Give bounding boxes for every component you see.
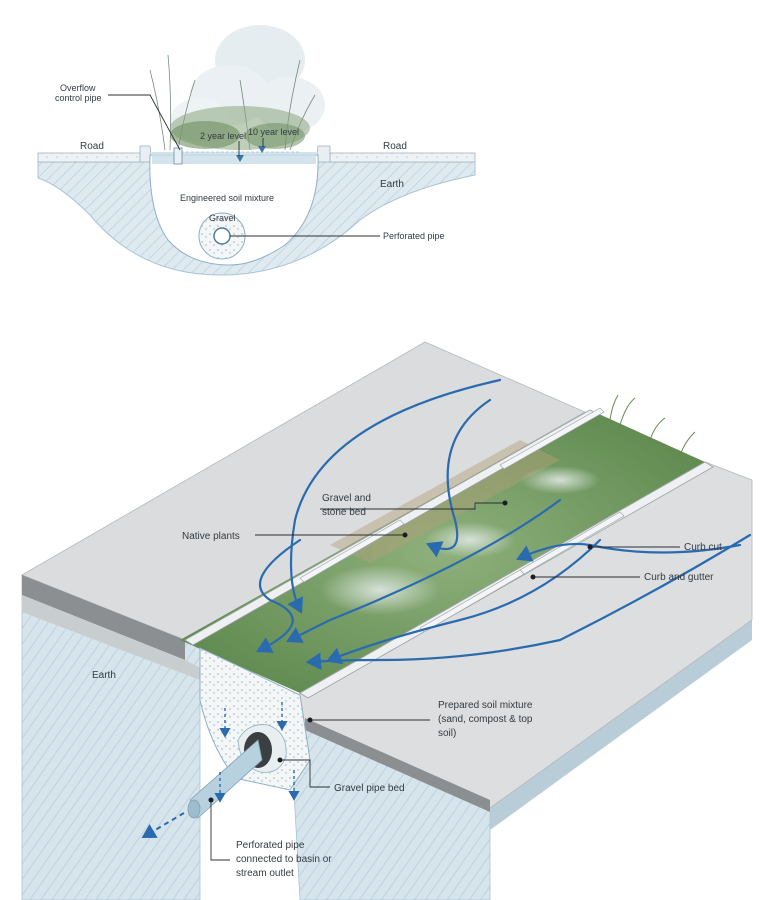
label-perforated-pipe: Perforated pipe <box>383 231 445 241</box>
asphalt-edge-left <box>22 575 185 660</box>
dot-prepared-soil <box>307 717 313 723</box>
grass-tufts-far <box>609 394 696 456</box>
vegetation-mass <box>170 106 310 150</box>
label-10-year-level: 10 year level <box>248 127 299 137</box>
label-gravel-stone-bed: Gravel and stone bed <box>322 493 374 518</box>
label-perforated-pipe-outlet: Perforated pipe connected to basin or st… <box>236 840 334 879</box>
mist-patch-3 <box>520 466 600 494</box>
road-left <box>37 152 141 163</box>
dot-gravel-stone-bed <box>502 500 508 506</box>
mist-patch-2 <box>425 522 515 558</box>
label-gravel-stone-line2: stone bed <box>322 507 366 518</box>
label-outlet-line3: stream outlet <box>236 868 294 879</box>
asphalt-edge-right <box>305 718 490 812</box>
label-road-right: Road <box>383 141 407 152</box>
dot-native-plants <box>402 532 408 538</box>
earth-side-right <box>490 620 752 830</box>
runoff-flow-arrows <box>256 378 752 671</box>
overflow-control-pipe <box>173 147 183 165</box>
label-earth-iso: Earth <box>92 670 116 681</box>
label-prepared-soil: Prepared soil mixture (sand, compost & t… <box>438 700 535 739</box>
label-overflow-control-pipe: Overflow control pipe <box>55 83 102 103</box>
label-gravel-stone-line1: Gravel and <box>322 493 371 504</box>
label-overflow-line1: Overflow <box>60 83 96 93</box>
level-2yr-marker <box>236 155 244 162</box>
label-earth-top: Earth <box>380 179 404 190</box>
label-curb-gutter: Curb and gutter <box>644 572 714 583</box>
label-gravel-pipe-bed: Gravel pipe bed <box>334 783 405 794</box>
isometric-diagram: Gravel and stone bed Native plants Curb … <box>21 341 753 900</box>
dot-curb-cut <box>587 544 593 550</box>
label-2-year-level: 2 year level <box>200 131 246 141</box>
perforated-pipe-section <box>213 227 231 245</box>
ponding-water <box>152 152 316 164</box>
road-right <box>329 152 476 163</box>
curb-cut-left-1 <box>499 407 605 470</box>
label-overflow-line2: control pipe <box>55 93 102 103</box>
label-native-plants: Native plants <box>182 531 240 542</box>
mist-patch <box>320 565 440 615</box>
infiltration-arrows <box>214 702 300 803</box>
outflow-arrow <box>141 812 185 839</box>
dot-perforated-pipe <box>208 797 214 803</box>
label-outlet-line1: Perforated pipe <box>236 840 305 851</box>
label-engineered-soil: Engineered soil mixture <box>180 193 274 203</box>
dot-curb-gutter <box>530 574 536 580</box>
cross-section-diagram: Overflow control pipe Road Road 2 year l… <box>37 25 476 276</box>
pipe-end <box>187 799 201 819</box>
label-curb-cut: Curb cut <box>684 542 722 553</box>
label-prepared-soil-line2: (sand, compost & top <box>438 714 533 725</box>
dot-gravel-pipe-bed <box>277 757 283 763</box>
label-gravel: Gravel <box>209 213 236 223</box>
label-outlet-line2: connected to basin or <box>236 854 332 865</box>
slab-edge-left <box>22 595 200 680</box>
label-road-left: Road <box>80 141 104 152</box>
curb-cut-left-2 <box>299 519 405 583</box>
road-slab-left <box>21 341 586 641</box>
label-prepared-soil-line1: Prepared soil mixture <box>438 700 533 711</box>
label-prepared-soil-line3: soil) <box>438 728 456 739</box>
level-10yr-marker <box>258 146 266 153</box>
engineered-soil-basin <box>149 154 319 266</box>
